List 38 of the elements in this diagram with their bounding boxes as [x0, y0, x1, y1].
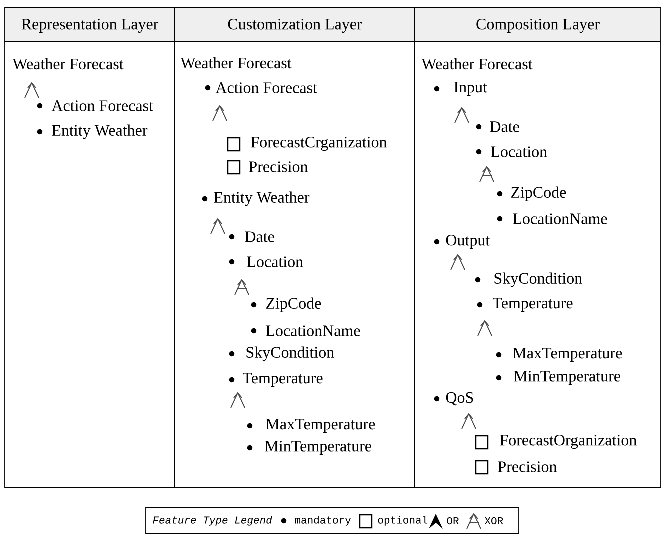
- node-label: Composition Layer: [476, 18, 600, 34]
- feature-label: Input: [454, 82, 488, 96]
- feature-label: Output: [446, 235, 490, 249]
- node-label: Customization Layer: [228, 18, 362, 34]
- legend-text: mandatory: [295, 516, 352, 526]
- feature-label: ForecastOrganization: [500, 435, 637, 450]
- feature-label: MinTemperature: [265, 441, 372, 455]
- legend-text: OR: [447, 517, 460, 525]
- feature-label: Date: [490, 122, 520, 132]
- feature-label: Temperature: [492, 298, 573, 312]
- feature-label: MaxTemperature: [266, 419, 376, 433]
- feature-label: Weather Forecast: [12, 58, 124, 70]
- feature-label: SkyCondition: [246, 346, 334, 362]
- feature-label: Weather Forecast: [180, 57, 292, 69]
- feature-label: Precision: [249, 162, 308, 172]
- feature-label: Action Forecast: [216, 82, 318, 94]
- feature-label: Date: [245, 232, 274, 242]
- feature-label: Location: [491, 146, 548, 158]
- node-label: Representation Layer: [22, 18, 159, 34]
- legend-text: XOR: [484, 517, 504, 525]
- feature-label: LocationName: [266, 326, 360, 336]
- feature-label: LocationName: [513, 214, 608, 224]
- feature-label: Entity Weather: [52, 124, 148, 140]
- feature-label: ZipCode: [266, 298, 322, 312]
- feature-label: MaxTemperature: [513, 348, 622, 362]
- feature-label: ForecastCrganization: [251, 136, 388, 152]
- feature-label: Weather Forecast: [422, 58, 533, 70]
- feature-label: Location: [247, 256, 304, 268]
- feature-label: QoS: [446, 392, 474, 406]
- legend-text: optional: [378, 516, 428, 526]
- feature-label: MinTemperature: [514, 371, 620, 385]
- feature-label: Precision: [498, 462, 558, 472]
- feature-label: Temperature: [242, 373, 323, 387]
- feature-label: ZipCode: [511, 186, 566, 202]
- feature-label: SkyCondition: [494, 272, 582, 288]
- feature-label: Action Forecast: [52, 100, 154, 112]
- feature-label: Entity Weather: [214, 192, 310, 206]
- legend-title: Feature Type Legend: [153, 516, 272, 526]
